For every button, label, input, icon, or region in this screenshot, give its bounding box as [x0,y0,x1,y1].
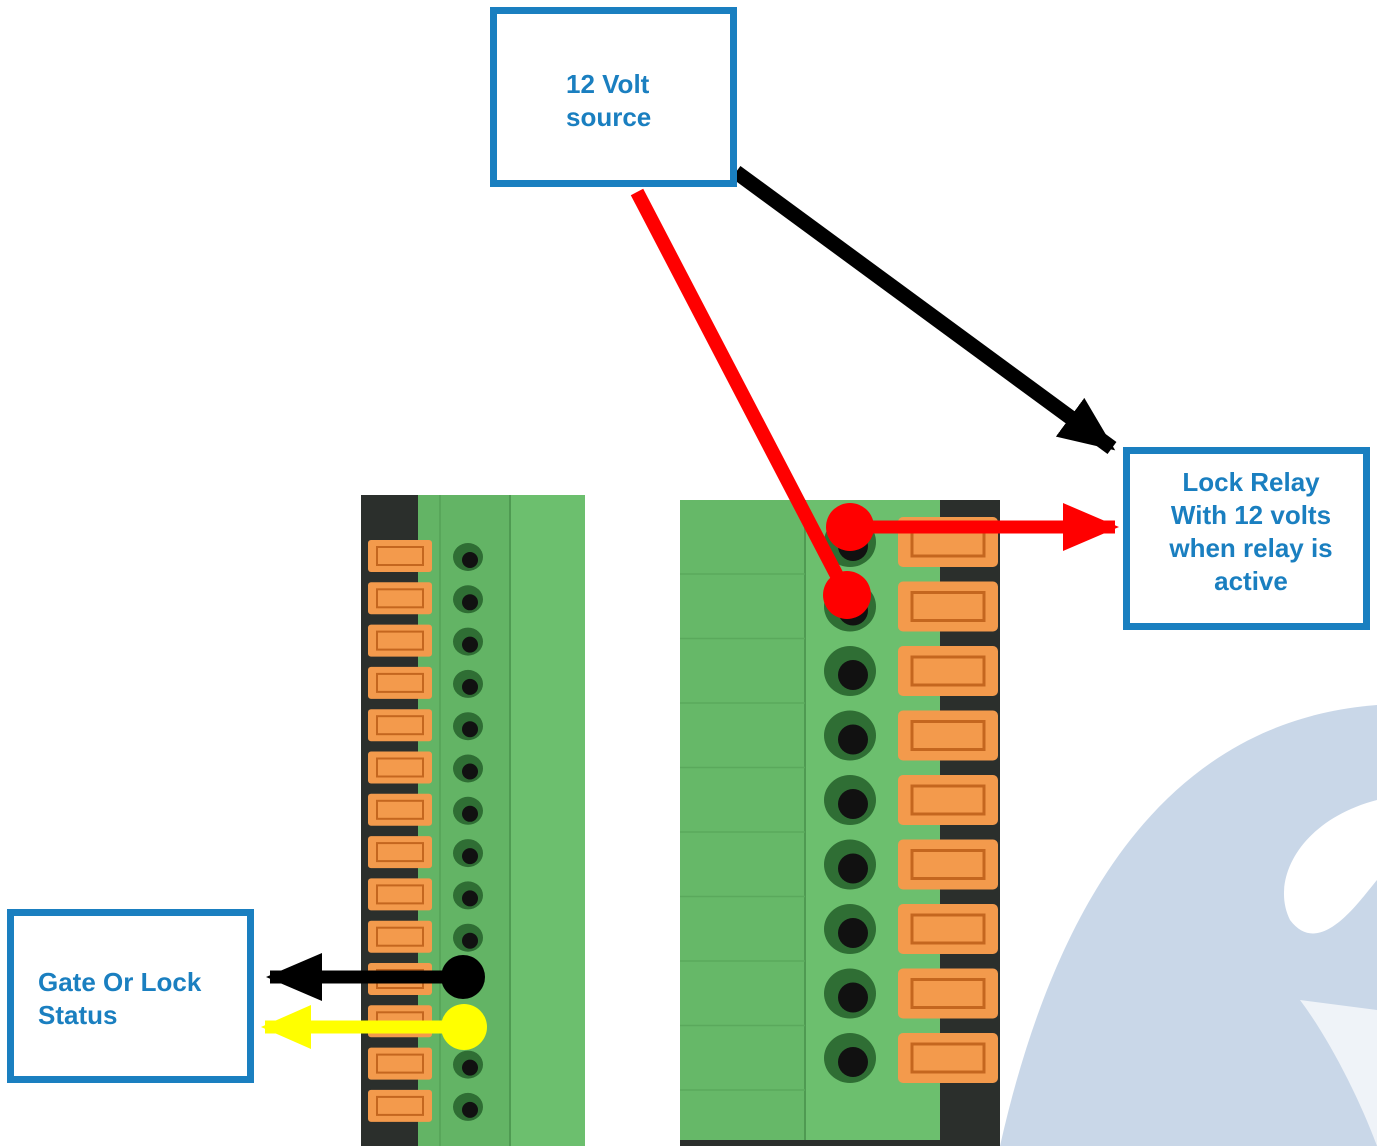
status-label-box [7,909,254,1083]
status-label: Gate Or Lock Status [38,967,202,1030]
terminal-slot [680,904,998,962]
status-yellow-terminal-dot [441,1004,487,1050]
terminal-slot [368,1047,483,1080]
terminal-slot [368,709,483,742]
status-black-terminal-dot [441,955,485,999]
terminal-slot [368,624,483,657]
source-label-box [490,7,737,187]
terminal-slot [680,775,998,833]
terminal-slot [368,920,483,953]
red-wire-source-to-terminal [630,188,853,597]
black-wire-source-to-relay [731,165,1117,455]
terminal-slot [368,751,483,784]
terminal-slot [680,968,998,1027]
source-label: 12 Volt source [566,69,652,132]
relay-terminal-dot [826,503,874,551]
company-logo-watermark [1000,705,1377,1146]
terminal-slot [368,666,483,699]
terminal-slot [368,540,483,572]
relay-label-box [1123,447,1370,630]
terminal-slot [680,839,998,898]
relay-label: Lock Relay With 12 volts when relay is a… [1169,467,1333,596]
terminal-slot [680,710,998,769]
terminal-slot [680,1033,998,1091]
terminal-slot [368,878,483,911]
left-terminal-block [361,495,585,1146]
supply-terminal-dot [823,571,871,619]
terminal-slot [368,836,483,869]
terminal-slot [368,1089,483,1122]
terminal-slot [368,582,483,615]
terminal-slot [368,793,483,826]
terminal-slot [680,646,998,704]
